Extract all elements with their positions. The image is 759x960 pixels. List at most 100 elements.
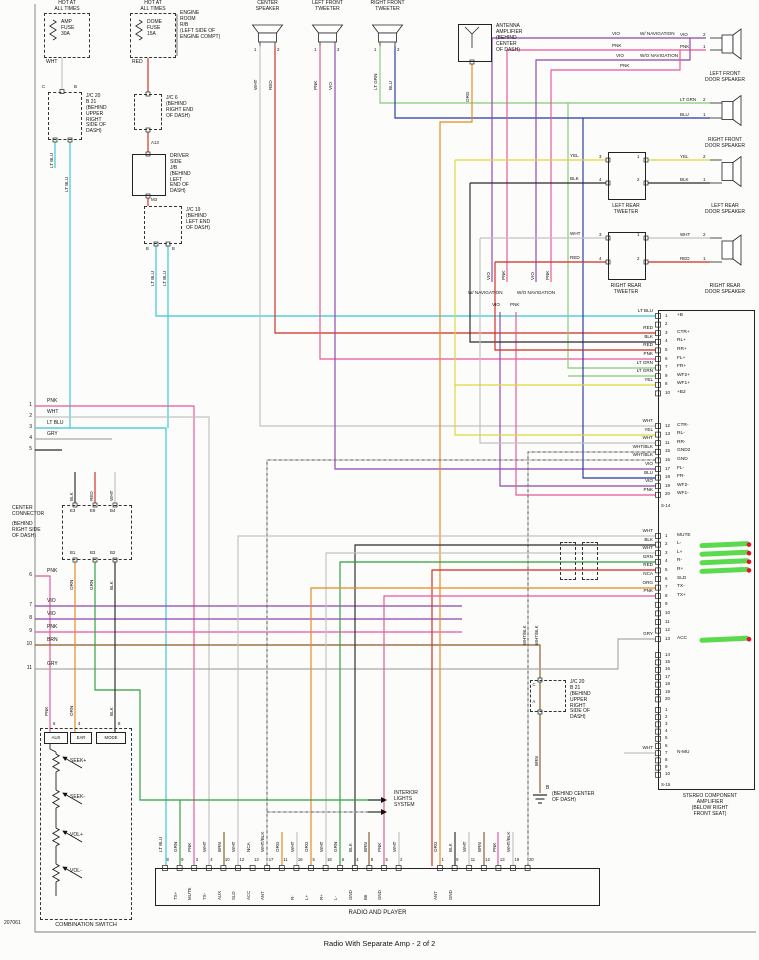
pin-number: 1 <box>374 47 377 52</box>
wire-wht <box>237 535 660 866</box>
wire-stripe <box>527 451 660 866</box>
amp-pin-number: 6 <box>665 742 668 748</box>
pin-number: 4 <box>599 176 602 182</box>
pin-square <box>59 89 65 94</box>
radio-pin-number: 1 <box>441 856 444 862</box>
wire-org <box>439 62 473 866</box>
wire-color-label: PNK <box>612 43 622 48</box>
speaker-icon <box>371 24 404 34</box>
radio-wire-label: WHT/BLK <box>506 831 512 852</box>
wire-color-label: LT BLU <box>47 420 64 427</box>
pin-number: 6 <box>53 721 56 726</box>
amp-wire-label: BLK <box>644 333 653 339</box>
amp-pin-function: RL- <box>677 431 685 437</box>
wire-color-label: WHT <box>253 79 259 90</box>
speaker-label: LEFT FRONT TWEETER <box>312 0 343 12</box>
junction-box-jc6 <box>134 94 162 130</box>
amp-wire-label: NCA <box>643 571 653 576</box>
wire-color-label: PNK <box>47 568 58 575</box>
wire-color-label: YEL <box>680 153 689 159</box>
pin-number: 2 <box>637 176 640 182</box>
resistor-symbol <box>51 789 61 809</box>
pin-number: 1 <box>637 231 640 237</box>
amp-pin-number: 18 <box>665 474 671 480</box>
wire-color-label: BRN <box>47 637 58 644</box>
wire-lt_grn <box>379 46 710 104</box>
pin-letter: B3 <box>90 549 96 555</box>
switch-row-label: SEEK- <box>70 794 86 800</box>
pin-number: 1 <box>637 153 640 159</box>
amp-pin-function: WF2+ <box>677 372 690 378</box>
interior-lights-label: INTERIOR LIGHTS SYSTEM <box>394 790 418 808</box>
tweeter-box <box>608 152 646 200</box>
highlight-dot <box>746 542 752 547</box>
switch-cell <box>96 732 126 744</box>
radio-pin-number: 5 <box>312 856 315 862</box>
pin-square <box>72 557 78 563</box>
amp-pin-number: 4 <box>665 558 668 564</box>
amp-wire-label: BLU <box>644 469 653 475</box>
wire-blk <box>469 183 660 343</box>
amp-wire-label: WHT <box>642 528 653 533</box>
highlight-dot <box>746 568 752 573</box>
amp-pin-number: 7 <box>665 364 668 370</box>
amp-pin-number: 10 <box>665 610 671 615</box>
wire-color-label: RED <box>268 80 274 90</box>
stub-number: 5 <box>29 445 32 452</box>
radio-pin-number: 20 <box>529 856 534 862</box>
amp-pin-function: WF1- <box>677 491 689 497</box>
amp-wire-label: WHT <box>642 418 653 423</box>
highlight-dot <box>746 559 752 565</box>
amp-wire-label: RED <box>643 342 653 348</box>
stub-number: 3 <box>29 423 32 430</box>
radio-wire-label: GRN <box>172 841 178 852</box>
amp-pin-number: 15 <box>665 448 671 454</box>
wire-color-label: LT BLU <box>48 152 54 168</box>
highlight-mark <box>699 558 750 566</box>
speaker-label: RIGHT REAR TWEETER <box>610 283 642 295</box>
amp-pin-number: 13 <box>665 431 671 437</box>
amp-pin-function: CTR+ <box>677 329 690 335</box>
amp-pin-number: 8 <box>665 592 668 598</box>
with-nav-label: W/ NAVIGATION <box>468 290 503 295</box>
resistor-symbol <box>51 863 61 883</box>
amp-wire-label: PNK <box>643 486 653 492</box>
amp-pin-function: +B <box>677 312 684 318</box>
amp-pin-number: 1 <box>665 312 668 318</box>
radio-pin-number: 8 <box>370 856 374 862</box>
fuse-symbol <box>135 19 143 41</box>
speaker-icon <box>732 28 742 60</box>
stub-number: 4 <box>29 434 32 441</box>
amp-pin-function: WF1+ <box>677 381 690 387</box>
wire-pnk <box>35 575 51 732</box>
radio-wire-label: WHT <box>289 841 295 852</box>
wire-wht <box>259 46 660 427</box>
without-nav-label: W/O NAVIGATION <box>517 290 556 295</box>
speaker-icon <box>732 234 742 266</box>
amp-pin-function: RR+ <box>677 347 687 352</box>
wire-color-label: PNK <box>544 270 550 280</box>
pin-square <box>537 709 543 715</box>
amp-pin-number: 12 <box>665 422 671 428</box>
speaker-label: LEFT FRONT DOOR SPEAKER <box>704 71 745 83</box>
radio-pin-number: 9 <box>456 856 459 862</box>
pin-letter: B <box>74 84 77 89</box>
pin-square <box>643 157 649 163</box>
wire-color-label: VIO <box>680 31 688 37</box>
wire-grn <box>94 560 383 801</box>
radio-wire-label: WHT <box>462 841 468 852</box>
speaker-icon <box>721 101 734 120</box>
radio-pin-number: 9 <box>181 856 184 862</box>
amp-pin-number: 2 <box>665 321 668 327</box>
pin-number: 1 <box>314 47 317 52</box>
radio-wire-label: PNK <box>491 842 497 852</box>
stub-number: 1 <box>29 401 32 408</box>
pin-number: 2 <box>337 47 340 52</box>
highlight-dot <box>746 550 752 556</box>
fuse-name: DOME FUSE 15A <box>147 19 162 37</box>
wire-color-label: VIO <box>616 53 624 58</box>
wire-color-label: VIO <box>485 272 491 280</box>
wire-color-label: WHT <box>108 490 114 501</box>
wire-lt_grn <box>567 103 660 369</box>
pin-number: 2 <box>703 153 706 159</box>
